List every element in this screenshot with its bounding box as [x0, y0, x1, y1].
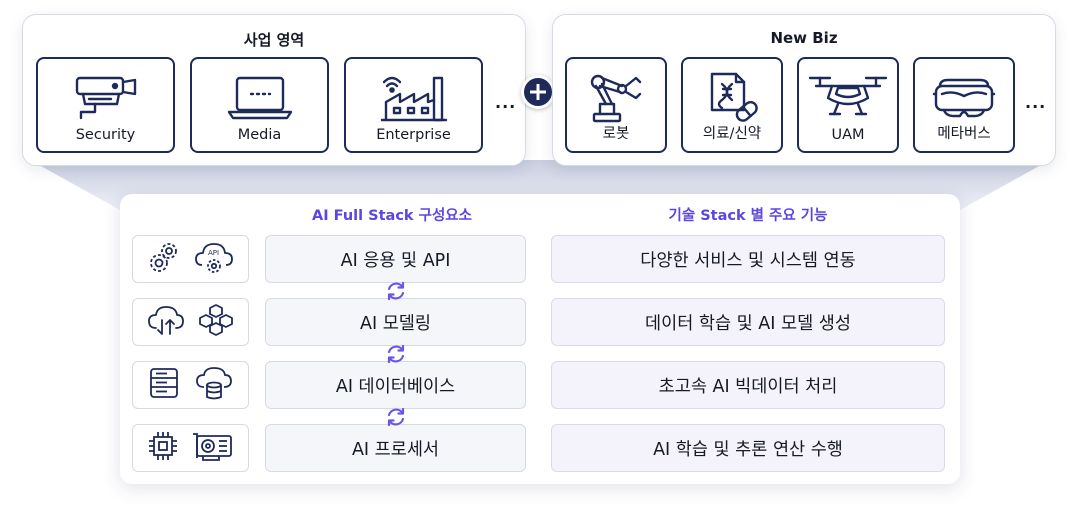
plus-icon — [521, 75, 555, 109]
ai-full-stack-title: AI Full Stack 구성요소 — [312, 208, 472, 224]
api-cloud-icon: API — [194, 239, 234, 279]
cycle-arrows-icon — [387, 407, 405, 427]
cycle-arrows-icon — [387, 281, 405, 301]
business-areas-panel: 사업 영역 Security Media — [22, 14, 526, 166]
server-rack-icon — [147, 365, 181, 405]
more-ellipsis: ... — [495, 93, 517, 112]
cloud-sync-icon — [146, 302, 186, 342]
card-label: Enterprise — [376, 127, 451, 143]
laptop-icon — [192, 67, 327, 127]
gears-icon — [147, 239, 183, 279]
cycle-arrows-icon — [387, 344, 405, 364]
business-areas-title: 사업 영역 — [243, 31, 305, 49]
more-ellipsis: ... — [1025, 93, 1047, 112]
row-icons-database — [132, 361, 249, 409]
card-label: 로봇 — [602, 126, 630, 142]
stack-ai-modeling: AI 모델링 — [265, 298, 526, 346]
card-label: 의료/신약 — [702, 126, 762, 142]
card-label: Media — [237, 127, 282, 143]
cloud-database-icon — [194, 365, 234, 405]
card-uam[interactable]: UAM — [797, 57, 899, 153]
card-medical[interactable]: 의료/신약 — [681, 57, 783, 153]
smart-factory-icon — [346, 67, 481, 127]
new-biz-panel: New Biz 로봇 — [552, 14, 1056, 166]
cctv-camera-icon — [38, 67, 173, 127]
row-icons-processor — [132, 424, 249, 472]
function-model-training: 데이터 학습 및 AI 모델 생성 — [551, 298, 945, 346]
cpu-chip-icon — [146, 428, 180, 468]
stack-ai-processor: AI 프로세서 — [265, 424, 526, 472]
dna-pill-icon — [683, 67, 781, 127]
function-service-integration: 다양한 서비스 및 시스템 연동 — [551, 235, 945, 283]
row-icons-application: API — [132, 235, 249, 283]
card-label: 메타버스 — [937, 126, 991, 142]
card-security[interactable]: Security — [36, 57, 175, 153]
function-bigdata-processing: 초고속 AI 빅데이터 처리 — [551, 361, 945, 409]
card-robot[interactable]: 로봇 — [565, 57, 667, 153]
function-training-inference: AI 학습 및 추론 연산 수행 — [551, 424, 945, 472]
vr-headset-icon — [915, 67, 1013, 127]
new-biz-title: New Biz — [770, 29, 838, 47]
cubes-network-icon — [197, 302, 235, 342]
stack-ai-database: AI 데이터베이스 — [265, 361, 526, 409]
card-media[interactable]: Media — [190, 57, 329, 153]
row-icons-modeling — [132, 298, 249, 346]
tech-stack-functions-title: 기술 Stack 별 주요 기능 — [668, 208, 828, 224]
svg-text:API: API — [208, 249, 219, 257]
card-metaverse[interactable]: 메타버스 — [913, 57, 1015, 153]
card-enterprise[interactable]: Enterprise — [344, 57, 483, 153]
stack-ai-application: AI 응용 및 API — [265, 235, 526, 283]
robot-arm-icon — [567, 67, 665, 127]
card-label: UAM — [831, 127, 865, 143]
air-taxi-drone-icon — [799, 67, 897, 127]
card-label: Security — [75, 127, 136, 143]
gpu-card-icon — [191, 428, 235, 468]
